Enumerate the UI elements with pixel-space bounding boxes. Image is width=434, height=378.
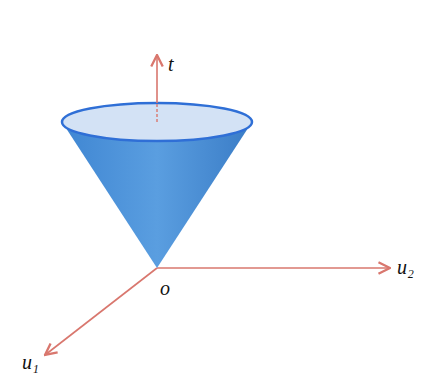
origin-label: o xyxy=(160,278,170,298)
u1-axis xyxy=(45,268,157,355)
cone-body xyxy=(62,122,252,268)
axis-label: u₂ xyxy=(397,257,414,277)
t-axis xyxy=(156,55,158,103)
axis-label: u₁ xyxy=(22,352,39,372)
axis-label: t xyxy=(168,54,174,74)
u2-axis xyxy=(157,267,390,269)
t-axis-hidden xyxy=(156,103,157,122)
cone-top xyxy=(62,103,252,141)
